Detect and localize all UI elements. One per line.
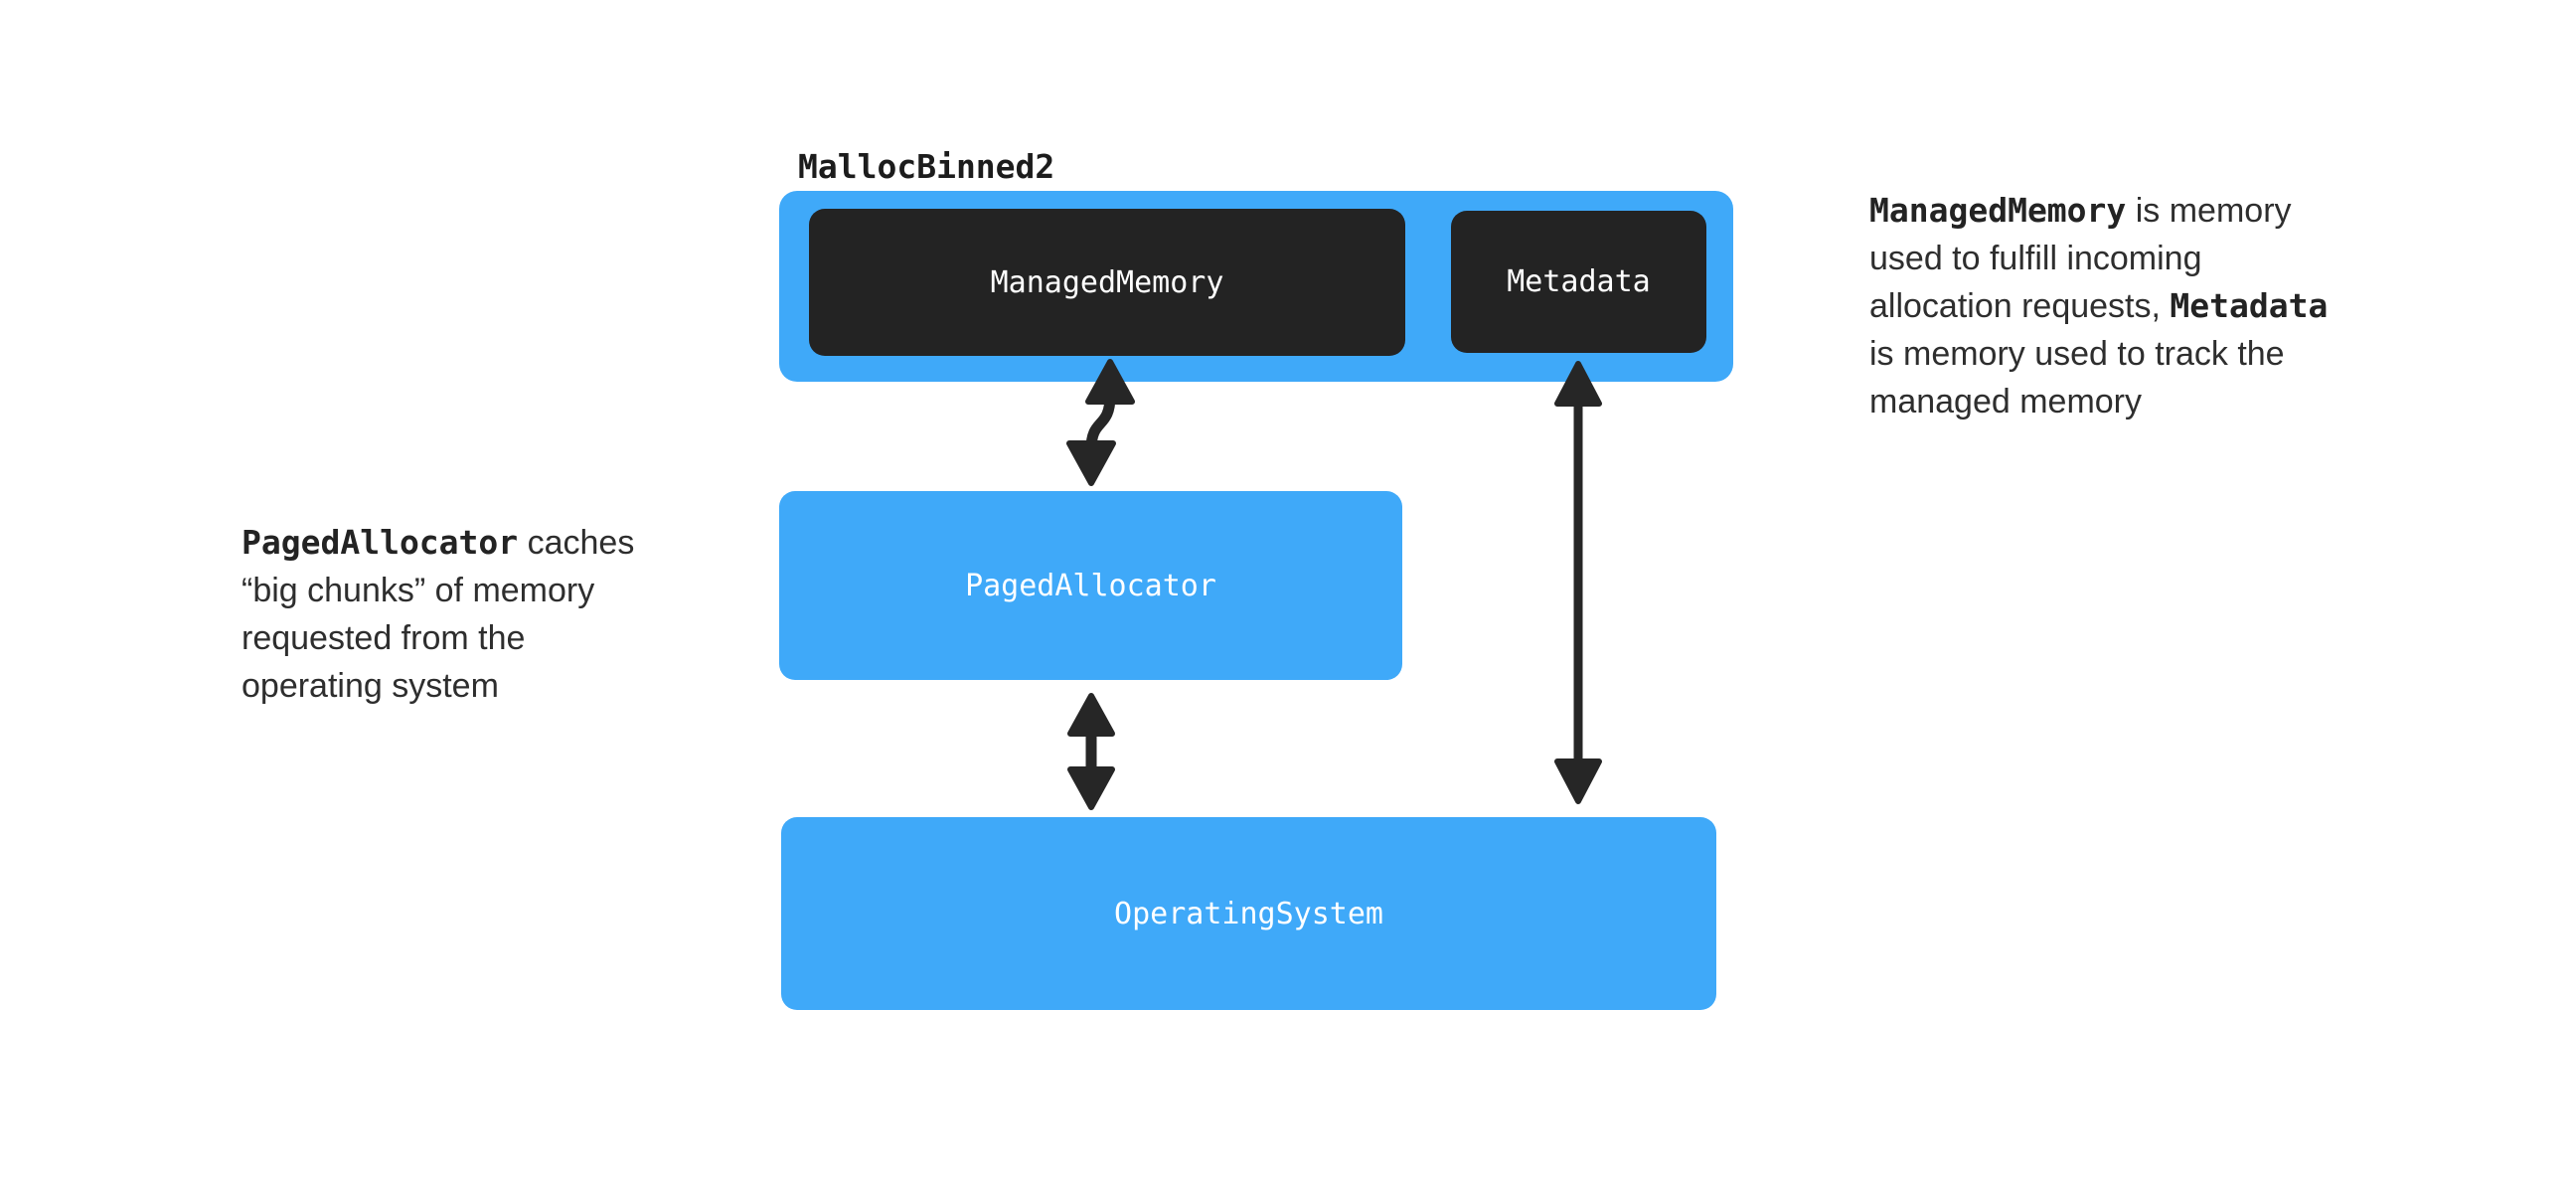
annotation-paged-allocator: PagedAllocator caches “big chunks” of me… bbox=[242, 519, 649, 710]
paged-allocator-code-ref: PagedAllocator bbox=[242, 523, 519, 562]
node-managed-memory: ManagedMemory bbox=[809, 209, 1405, 356]
paged-allocator-label: PagedAllocator bbox=[965, 568, 1216, 603]
node-paged-allocator: PagedAllocator bbox=[779, 491, 1402, 680]
arrow-metadata-operatingsystem-icon bbox=[1554, 361, 1602, 804]
node-metadata: Metadata bbox=[1451, 211, 1706, 353]
metadata-code-ref: Metadata bbox=[2170, 286, 2329, 325]
operating-system-label: OperatingSystem bbox=[1114, 896, 1383, 931]
metadata-label: Metadata bbox=[1507, 264, 1651, 299]
arrow-pagedallocator-operatingsystem-icon bbox=[1067, 693, 1115, 810]
annotation-right-text-2: is memory used to track the managed memo… bbox=[1869, 335, 2285, 420]
mallocbinned2-title: MallocBinned2 bbox=[798, 147, 1055, 186]
annotation-left-text: caches “big chunks” of memory requested … bbox=[242, 524, 635, 705]
node-mallocbinned2: ManagedMemory Metadata bbox=[779, 191, 1733, 382]
managed-memory-label: ManagedMemory bbox=[990, 264, 1224, 300]
annotation-right-text-1: is memory used to fulfill incoming alloc… bbox=[1869, 192, 2292, 325]
node-operating-system: OperatingSystem bbox=[781, 817, 1716, 1010]
annotation-managed-memory-metadata: ManagedMemory is memory used to fulfill … bbox=[1869, 187, 2346, 425]
managed-memory-code-ref: ManagedMemory bbox=[1869, 191, 2127, 230]
